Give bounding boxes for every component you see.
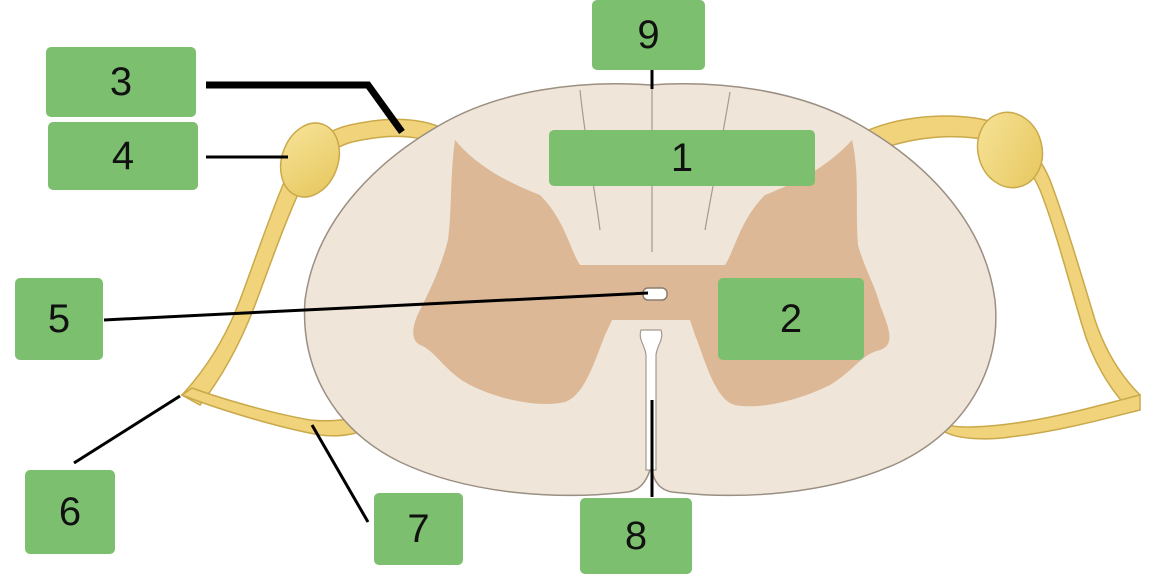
label-7: 7	[374, 493, 463, 565]
label-5: 5	[15, 278, 103, 360]
right-dorsal-root-ganglion	[976, 111, 1044, 189]
leader-line-7	[310, 424, 370, 523]
label-6: 6	[25, 470, 115, 554]
label-3: 3	[46, 47, 196, 117]
left-dorsal-root-ganglion	[279, 122, 341, 198]
leader-line-6	[73, 394, 181, 465]
leader-lines	[73, 70, 654, 523]
label-1: 1	[549, 130, 815, 186]
label-2: 2	[718, 278, 864, 360]
leader-line-3	[206, 81, 405, 135]
leader-line-5	[103, 291, 649, 322]
label-8: 8	[580, 498, 692, 574]
label-4: 4	[48, 122, 198, 190]
label-9: 9	[592, 0, 705, 70]
